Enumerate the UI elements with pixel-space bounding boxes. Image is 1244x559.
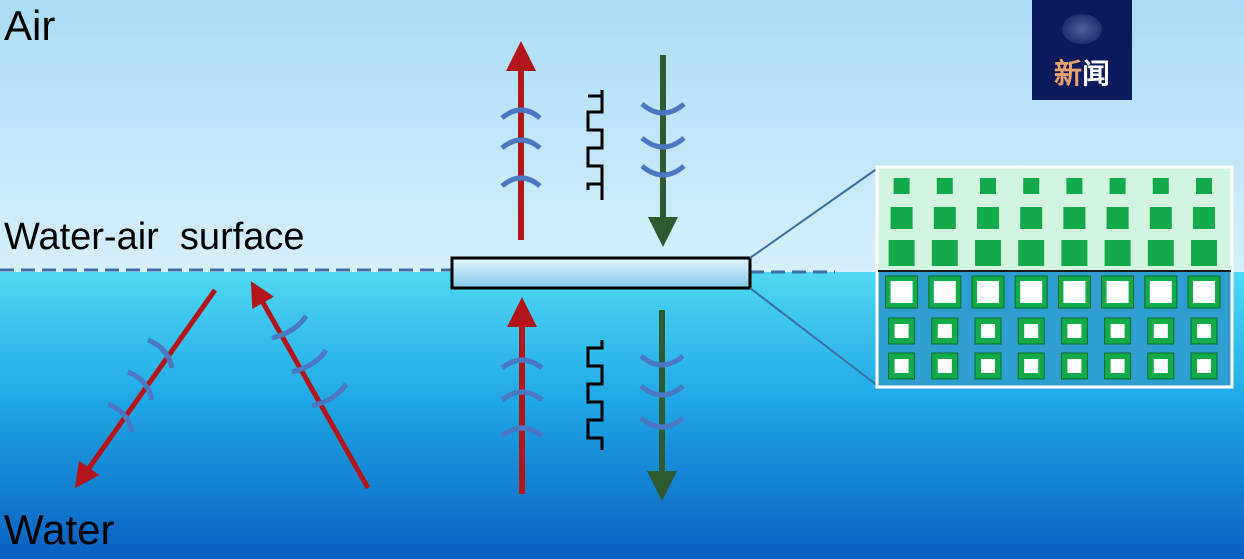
- water-label: Water: [4, 506, 115, 553]
- inset-top-cell-r1-c5: [1106, 207, 1129, 229]
- inset-bottom-hole-r2-c5: [1110, 359, 1125, 373]
- water-side-waves: [500, 297, 685, 501]
- unit-cell-zoom-inset: [875, 165, 1234, 389]
- inset-top-cell-r0-c4: [1066, 178, 1083, 194]
- inset-bottom-hole-r2-c1: [937, 359, 952, 373]
- inset-top-cell-r2-c7: [1191, 240, 1217, 266]
- inset-top-cell-r1-c6: [1149, 207, 1172, 229]
- inset-bottom-hole-r2-c0: [894, 359, 909, 373]
- inset-bottom-hole-r1-c7: [1197, 324, 1211, 338]
- inset-top-cell-r0-c3: [1023, 178, 1040, 194]
- inset-bottom-hole-r1-c3: [1024, 324, 1039, 338]
- square-wave-air: [586, 90, 604, 200]
- inset-top-cell-r2-c0: [888, 240, 915, 266]
- inset-top-cell-r2-c5: [1104, 240, 1131, 266]
- zoom-line-top: [749, 167, 879, 259]
- inset-top-cell-r2-c2: [975, 240, 1001, 266]
- metamaterial-slab: [450, 256, 752, 290]
- inset-top-cell-r0-c0: [893, 178, 910, 194]
- inset-bottom-hole-r1-c2: [981, 324, 995, 338]
- badge-blur-mark: [1062, 14, 1102, 44]
- inset-bottom-hole-r1-c6: [1153, 324, 1168, 338]
- water-air-surface-label: Water-air surface: [4, 216, 305, 258]
- square-wave-water: [586, 340, 604, 450]
- inset-top-cell-r2-c6: [1147, 240, 1174, 266]
- inset-bottom-hole-r0-c5: [1106, 281, 1129, 303]
- wave-arcs-down-water: [639, 354, 685, 430]
- inset-bottom-hole-r1-c0: [894, 324, 909, 338]
- incoming-oblique-arrow: [250, 281, 371, 490]
- inset-bottom-hole-r1-c4: [1067, 324, 1082, 338]
- inset-bottom-hole-r0-c4: [1063, 281, 1086, 303]
- inset-bottom-hole-r2-c2: [981, 359, 995, 373]
- inset-top-cell-r2-c3: [1018, 240, 1045, 266]
- inset-bottom-frame-r1-c0: [888, 317, 916, 345]
- inset-bottom-hole-r2-c7: [1197, 359, 1211, 373]
- oblique-wave-arcs-right: [271, 314, 349, 409]
- inset-top-panel: [878, 168, 1231, 271]
- inset-bottom-frame-r2-c5: [1104, 352, 1132, 380]
- wave-arcs-up-air: [500, 107, 542, 188]
- inset-bottom-hole-r0-c0: [890, 281, 913, 303]
- inset-top-cell-r1-c2: [977, 207, 999, 229]
- inset-top-cell-r0-c5: [1109, 178, 1126, 194]
- badge-char-1: 新: [1053, 57, 1082, 90]
- inset-bottom-hole-r2-c6: [1153, 359, 1168, 373]
- wave-arcs-up-water: [500, 357, 544, 439]
- oblique-wave-arcs-left: [106, 337, 175, 433]
- inset-top-cell-r1-c0: [890, 207, 913, 229]
- air-side-waves: [500, 41, 686, 247]
- inset-top-cell-r2-c4: [1061, 240, 1088, 266]
- inset-top-cell-r1-c7: [1193, 207, 1215, 229]
- inset-bottom-frame-r1-c4: [1060, 317, 1088, 345]
- inset-bottom-hole-r0-c1: [933, 281, 956, 303]
- inset-top-cell-r1-c1: [933, 207, 956, 229]
- inset-top-cell-r1-c4: [1063, 207, 1086, 229]
- zoom-line-bottom: [749, 287, 879, 387]
- inset-bottom-hole-r2-c4: [1067, 359, 1082, 373]
- wave-arcs-down-air: [640, 102, 686, 178]
- badge-text: 新闻: [1032, 52, 1132, 92]
- inset-bottom-hole-r0-c3: [1020, 281, 1043, 303]
- air-label: Air: [4, 2, 56, 49]
- inset-cells: [885, 178, 1221, 380]
- inset-top-cell-r1-c3: [1020, 207, 1043, 229]
- inset-top-cell-r0-c2: [980, 178, 996, 194]
- inset-bottom-hole-r0-c6: [1149, 281, 1172, 303]
- inset-bottom-hole-r1-c5: [1110, 324, 1125, 338]
- oblique-wave-arrows: [74, 281, 371, 490]
- inset-bottom-hole-r2-c3: [1024, 359, 1039, 373]
- inset-bottom-hole-r0-c2: [977, 281, 999, 303]
- inset-top-cell-r0-c1: [936, 178, 953, 194]
- inset-top-cell-r0-c6: [1152, 178, 1169, 194]
- inset-bottom-hole-r1-c1: [937, 324, 952, 338]
- inset-top-cell-r2-c1: [931, 240, 958, 266]
- inset-bottom-hole-r0-c7: [1193, 281, 1215, 303]
- news-logo-badge: 新闻: [1032, 0, 1132, 100]
- outgoing-oblique-arrow: [74, 288, 218, 489]
- badge-char-2: 闻: [1082, 57, 1111, 90]
- inset-top-cell-r0-c7: [1196, 178, 1212, 194]
- inset-border: [875, 165, 1234, 389]
